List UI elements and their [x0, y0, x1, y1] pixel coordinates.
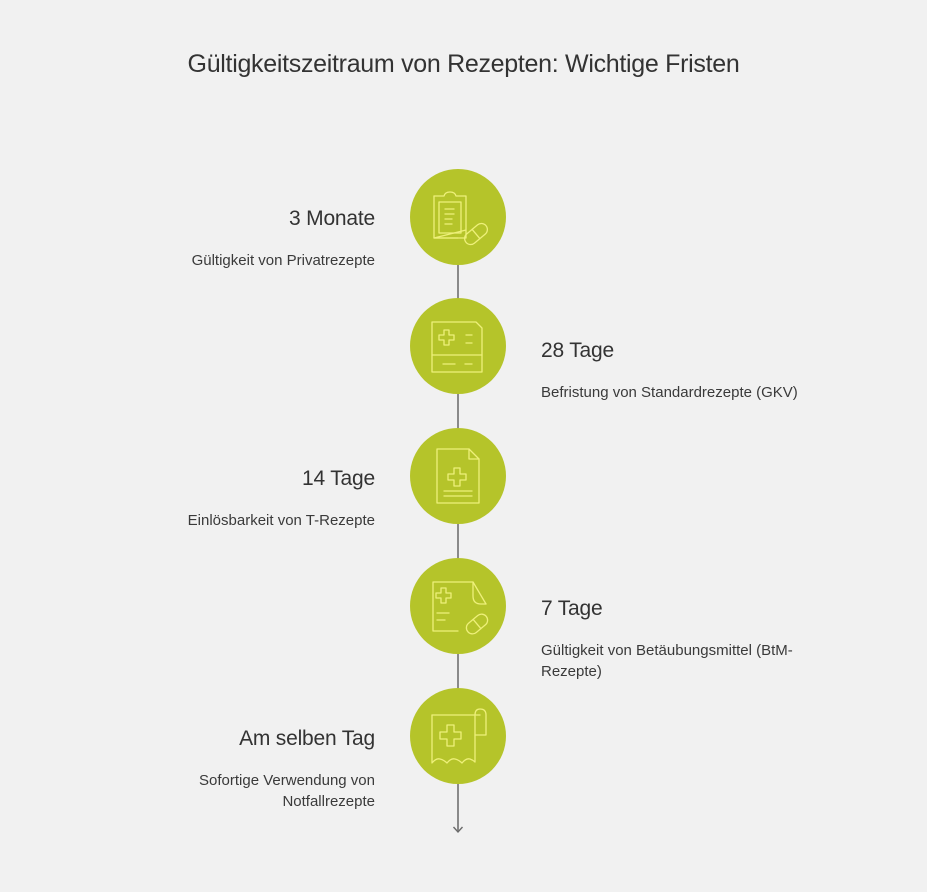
prescription-card-icon — [431, 321, 483, 373]
step-heading: 14 Tage — [302, 467, 375, 490]
medical-document-icon — [436, 448, 480, 504]
step-label-4: 7 Tage Gültigkeit von Betäubungsmittel (… — [541, 596, 841, 682]
step-description: Gültigkeit von Betäubungsmittel (BtM-Rez… — [541, 642, 793, 680]
receipt-cross-icon — [431, 708, 487, 764]
connector-line — [457, 524, 459, 558]
step-heading: 3 Monate — [289, 207, 375, 230]
step-node-2 — [410, 298, 506, 394]
step-heading: 7 Tage — [541, 597, 603, 620]
clipboard-pill-icon — [433, 191, 489, 246]
step-label-2: 28 Tage Befristung von Standardrezepte (… — [541, 338, 841, 403]
step-label-5: Am selben Tag Sofortige Verwendung von N… — [75, 726, 375, 812]
document-pill-icon — [432, 581, 489, 635]
connector-line — [457, 654, 459, 688]
step-node-4 — [410, 558, 506, 654]
step-description: Einlösbarkeit von T-Rezepte — [187, 512, 375, 529]
step-label-1: 3 Monate Gültigkeit von Privatrezepte — [75, 206, 376, 271]
step-heading: 28 Tage — [541, 339, 614, 362]
step-node-5 — [410, 688, 506, 784]
step-description: Gültigkeit von Privatrezepte — [191, 252, 375, 269]
diagram-title: Gültigkeitszeitraum von Rezepten: Wichti… — [187, 50, 740, 78]
step-node-1 — [410, 169, 506, 265]
arrow-down-icon — [452, 826, 464, 834]
step-node-3 — [410, 428, 506, 524]
step-description: Sofortige Verwendung von Notfallrezepte — [199, 772, 375, 810]
step-heading: Am selben Tag — [239, 727, 375, 750]
connector-line — [457, 394, 459, 428]
connector-line — [457, 265, 459, 299]
connector-arrow-line — [457, 784, 459, 832]
step-description: Befristung von Standardrezepte (GKV) — [541, 384, 798, 401]
step-label-3: 14 Tage Einlösbarkeit von T-Rezepte — [75, 466, 376, 531]
